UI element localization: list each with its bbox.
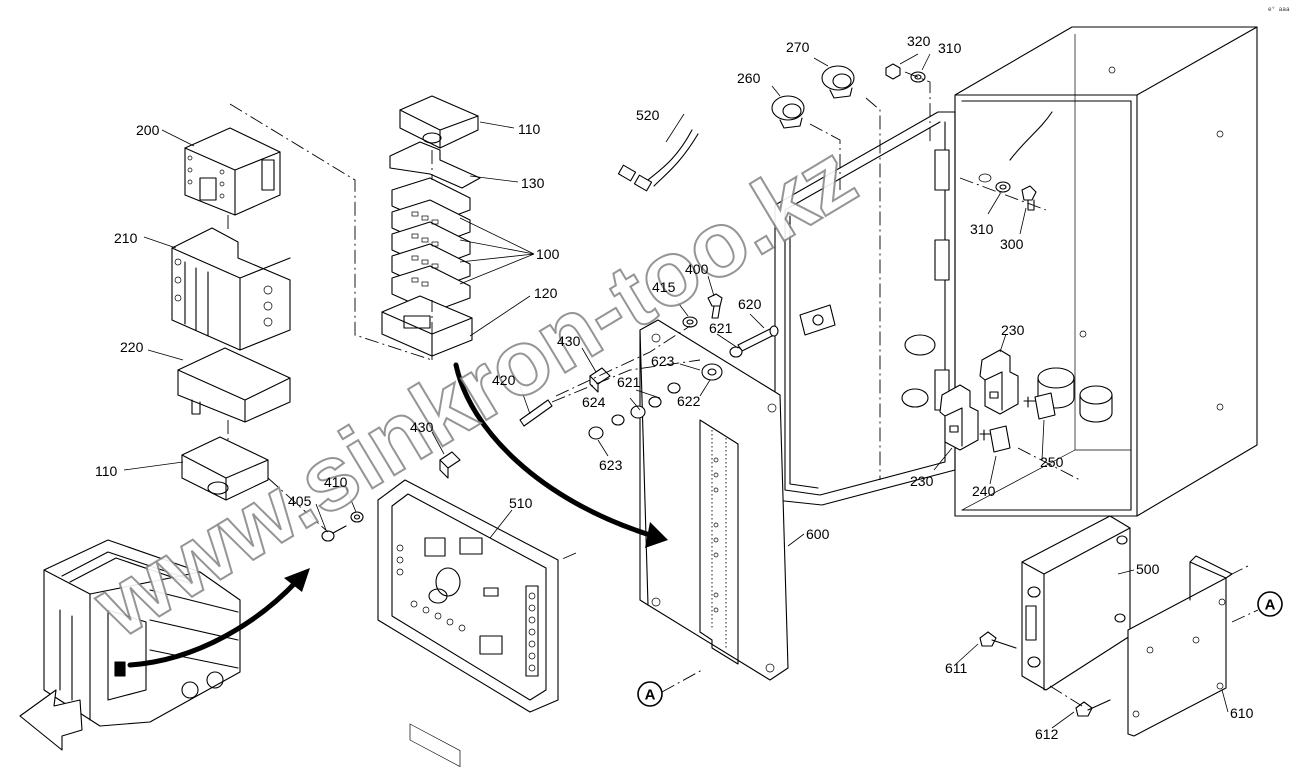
callout-520: 520: [636, 107, 660, 123]
screw-611: [979, 631, 1017, 649]
washer-621-upper: [729, 346, 743, 358]
spacer-430-lower: [439, 451, 461, 479]
callout-leaders: [123, 53, 1229, 729]
end-stop-250: [1023, 392, 1056, 420]
callout-320: 320: [907, 33, 931, 49]
callout-510: 510: [509, 495, 533, 511]
callout-405: 405: [288, 493, 312, 509]
machine-overview-thumbnail: [19, 539, 241, 751]
threaded-rod-420: [519, 399, 553, 427]
callout-240: 240: [972, 483, 996, 499]
callout-620: 620: [738, 296, 762, 312]
callout-110-left: 110: [95, 463, 118, 479]
callout-621-upper: 621: [709, 320, 733, 336]
assembly-lines: [227, 71, 1259, 707]
terminal-holder-230-lower: [939, 384, 979, 451]
callout-130: 130: [521, 175, 545, 191]
washer-621-lower: [667, 382, 681, 394]
callout-415: 415: [652, 279, 676, 295]
mounting-plate-600: [639, 319, 789, 681]
callout-310-top: 310: [938, 40, 962, 56]
callout-400: 400: [685, 261, 709, 277]
callout-600: 600: [806, 526, 830, 542]
callout-230-upper: 230: [1001, 322, 1025, 338]
callout-420: 420: [492, 372, 516, 388]
callout-210: 210: [114, 230, 138, 246]
callout-430-upper: 430: [557, 333, 581, 349]
callout-270: 270: [786, 39, 810, 55]
washer-310: [995, 181, 1011, 193]
terminal-blocks-100: [391, 177, 471, 313]
relay-200: [184, 127, 281, 216]
flow-arrows: [127, 362, 668, 668]
callout-623-upper: 623: [651, 353, 675, 369]
callout-500: 500: [1136, 561, 1160, 577]
bolt-300: [1021, 185, 1037, 211]
control-cabinet: [774, 26, 1258, 517]
svg-text:A: A: [1265, 597, 1276, 614]
callout-410: 410: [324, 474, 348, 490]
cable-gland-260: [771, 95, 805, 129]
screw-400: [707, 293, 723, 319]
section-mark-a-left: A: [637, 681, 663, 707]
control-unit-500: [1021, 515, 1131, 691]
callout-622: 622: [677, 393, 701, 409]
block-210: [171, 227, 291, 351]
callout-260: 260: [737, 70, 761, 86]
callout-611: 611: [945, 660, 968, 676]
callout-310: 310: [970, 221, 994, 237]
callout-230-lower: 230: [910, 473, 934, 489]
end-plate-110-top: [399, 95, 479, 149]
callout-623-lower: 623: [599, 457, 623, 473]
washer-623-upper: [648, 396, 662, 408]
spacer-130: [389, 141, 481, 189]
washer-624: [630, 405, 646, 419]
callout-200: 200: [136, 122, 160, 138]
callout-621-lower: 621: [617, 374, 641, 390]
bracket-610: [1127, 555, 1233, 737]
callout-110-top: 110: [518, 121, 541, 137]
cover-220: [177, 347, 291, 423]
callout-120: 120: [534, 285, 558, 301]
cable-520: [617, 129, 699, 192]
callout-430-lower: 430: [410, 419, 434, 435]
washer-415: [682, 316, 698, 328]
corner-code: e° aaa: [1268, 6, 1290, 13]
end-stop-240: [979, 425, 1011, 453]
nut-320: [885, 63, 901, 80]
end-plate-110-left: [181, 436, 269, 501]
washer-410: [350, 511, 364, 523]
screw-612: [1075, 699, 1111, 717]
callout-250: 250: [1040, 454, 1064, 470]
nut-622: [701, 363, 723, 381]
callout-220: 220: [120, 339, 144, 355]
svg-text:A: A: [645, 687, 656, 704]
cable-gland-270: [821, 65, 855, 99]
callout-610: 610: [1230, 705, 1254, 721]
section-mark-a-right: A: [1257, 591, 1283, 617]
terminal-holder-230-upper: [979, 349, 1019, 415]
callout-labels: 200 210 220 110 110 130 100 120 520 260 …: [95, 33, 1254, 742]
callout-300: 300: [1000, 236, 1024, 252]
control-board-510: [377, 479, 559, 768]
callout-100: 100: [536, 246, 560, 262]
nut-623-lower: [588, 414, 625, 440]
stud-620: [737, 325, 779, 352]
screw-405: [321, 525, 347, 542]
callout-624: 624: [582, 394, 606, 410]
callout-612: 612: [1035, 726, 1059, 742]
